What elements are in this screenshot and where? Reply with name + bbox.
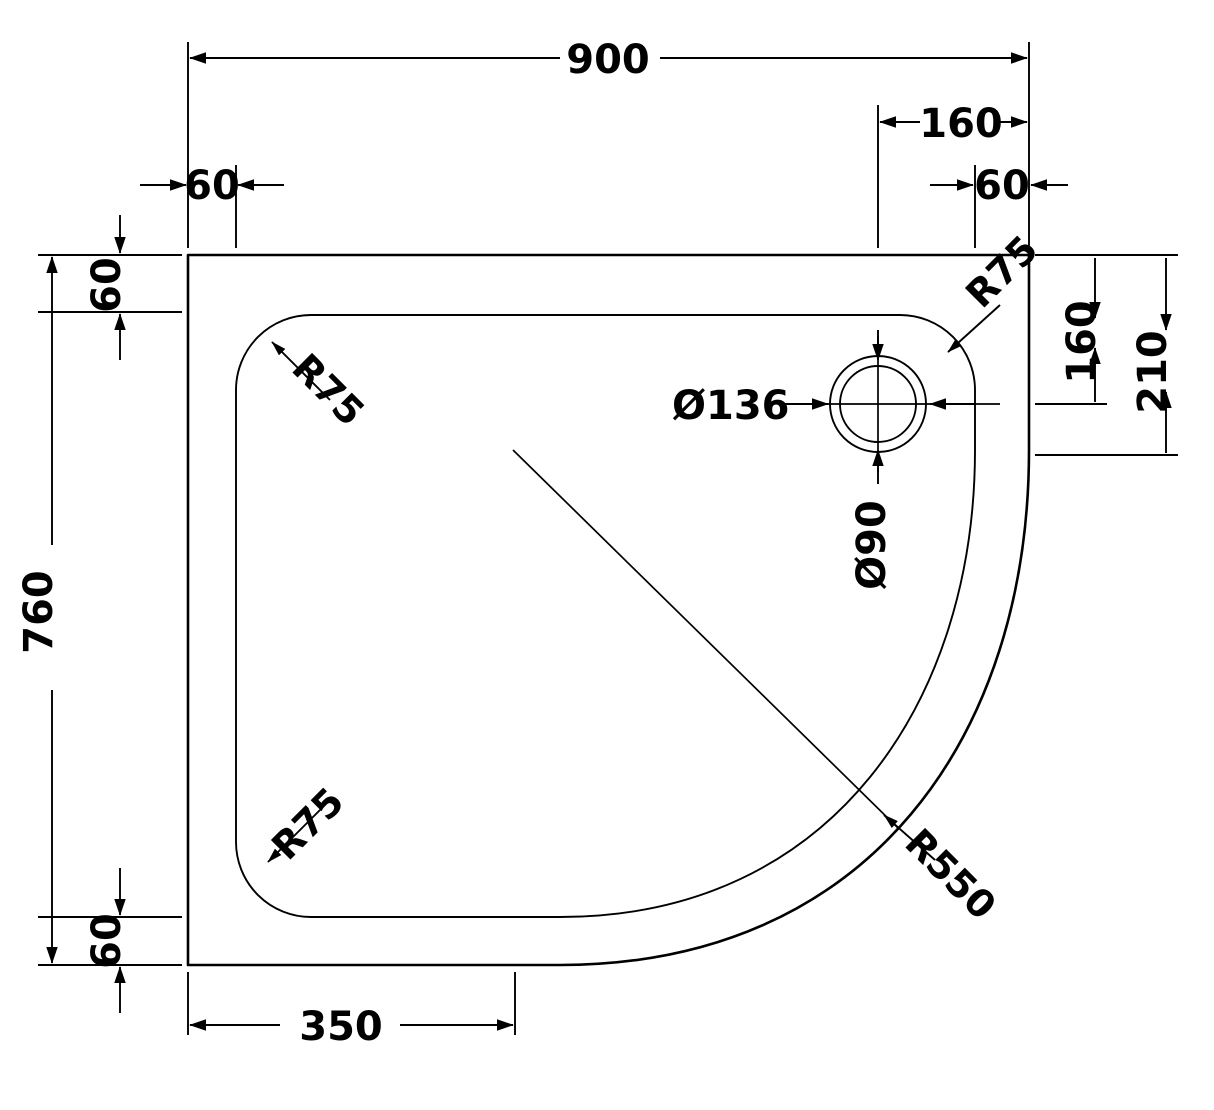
dim-label-diameter-136: Ø136 [672,383,790,429]
dimension-bottom-350: 350 [187,972,516,1050]
dim-label-160-top: 160 [919,101,1003,147]
radius-label-r550: R550 [897,820,1005,928]
radius-callout-main-r550: R550 [883,814,1005,928]
radius-label-top-left: R75 [284,345,373,434]
dimension-top-right-60: 60 [930,163,1068,248]
r550-construction-line [512,449,899,829]
dimension-overall-depth-760: 760 [16,254,182,966]
radius-label-top-right: R75 [957,227,1046,316]
dim-label-left-top-60: 60 [84,257,130,313]
dim-label-top-right-60: 60 [974,163,1030,209]
dim-label-right-160: 160 [1059,300,1105,384]
dimension-top-right-160: 160 [877,101,1028,248]
dimension-drain-outer-136: Ø136 [672,383,975,429]
dimension-left-top-60: 60 [38,215,182,360]
dim-label-900: 900 [566,37,650,83]
dimension-top-left-60: 60 [140,163,284,248]
dim-label-diameter-90: Ø90 [849,500,895,590]
radius-callout-bottom-left-r75: R75 [263,779,352,868]
radius-callout-top-left-r75: R75 [271,341,373,434]
dim-label-right-210: 210 [1130,330,1176,414]
dimension-drain-inner-90: Ø90 [849,330,895,590]
dimension-right-160: 160 [1035,254,1178,405]
dimension-right-210: 210 [1035,258,1178,456]
radius-callout-top-right-r75: R75 [947,227,1046,353]
dim-label-top-left-60: 60 [184,163,240,209]
dim-label-350: 350 [299,1004,383,1050]
dimension-overall-width-900: 900 [187,37,1030,248]
dimension-left-bottom-60: 60 [38,868,182,1013]
radius-label-bottom-left: R75 [263,779,352,868]
tray-inner-recess-outline [235,314,976,918]
dim-label-760: 760 [16,570,62,654]
dim-label-left-bottom-60: 60 [84,913,130,969]
tray-outer-outline [186,253,1031,967]
